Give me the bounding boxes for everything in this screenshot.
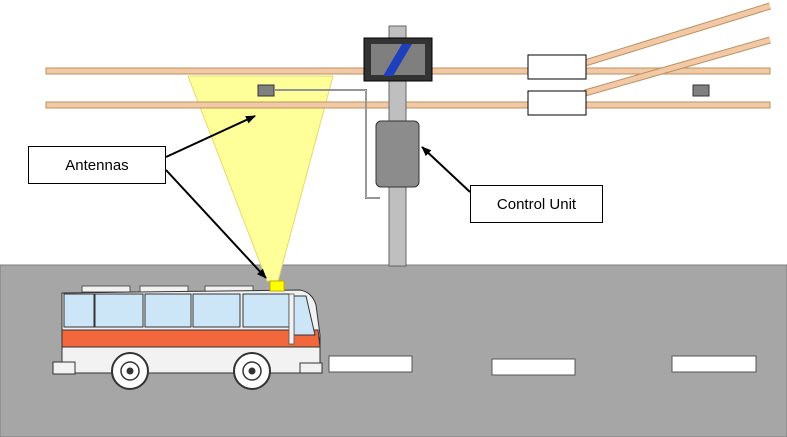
bus-bumper [299,362,323,374]
bus-bumper [52,361,76,375]
antennas-label: Antennas [28,146,166,184]
branch-wire [584,3,771,66]
signal-slash [383,44,412,76]
arrow-antennas-to-beam [165,115,256,158]
bus [52,285,323,390]
lane-marking [491,358,576,376]
overhead-wire-lower [45,101,771,109]
wire-switch-box [527,54,587,80]
wire-sensor [692,84,710,97]
control-unit-label: Control Unit [470,185,603,223]
sensor-cable [274,89,380,199]
antenna [269,280,285,292]
bus-door [288,293,295,345]
arrow-control-unit [421,146,471,193]
bus-window [94,293,144,328]
lane-marking [671,355,757,373]
lane-marking [328,355,413,373]
bus-stripe [61,329,321,348]
control-unit [375,120,420,188]
bus-window [192,293,241,328]
arrow-antennas-to-bus [165,169,267,279]
bus-window [63,293,95,328]
wire-switch-box [527,90,587,116]
bus-window [242,293,290,328]
bus-wheel-center [248,367,256,375]
bus-window [144,293,192,328]
branch-wire [584,37,771,96]
wire-sensor [257,84,275,97]
bus-roof-unit [81,285,131,293]
bus-wheel-center [126,367,134,375]
